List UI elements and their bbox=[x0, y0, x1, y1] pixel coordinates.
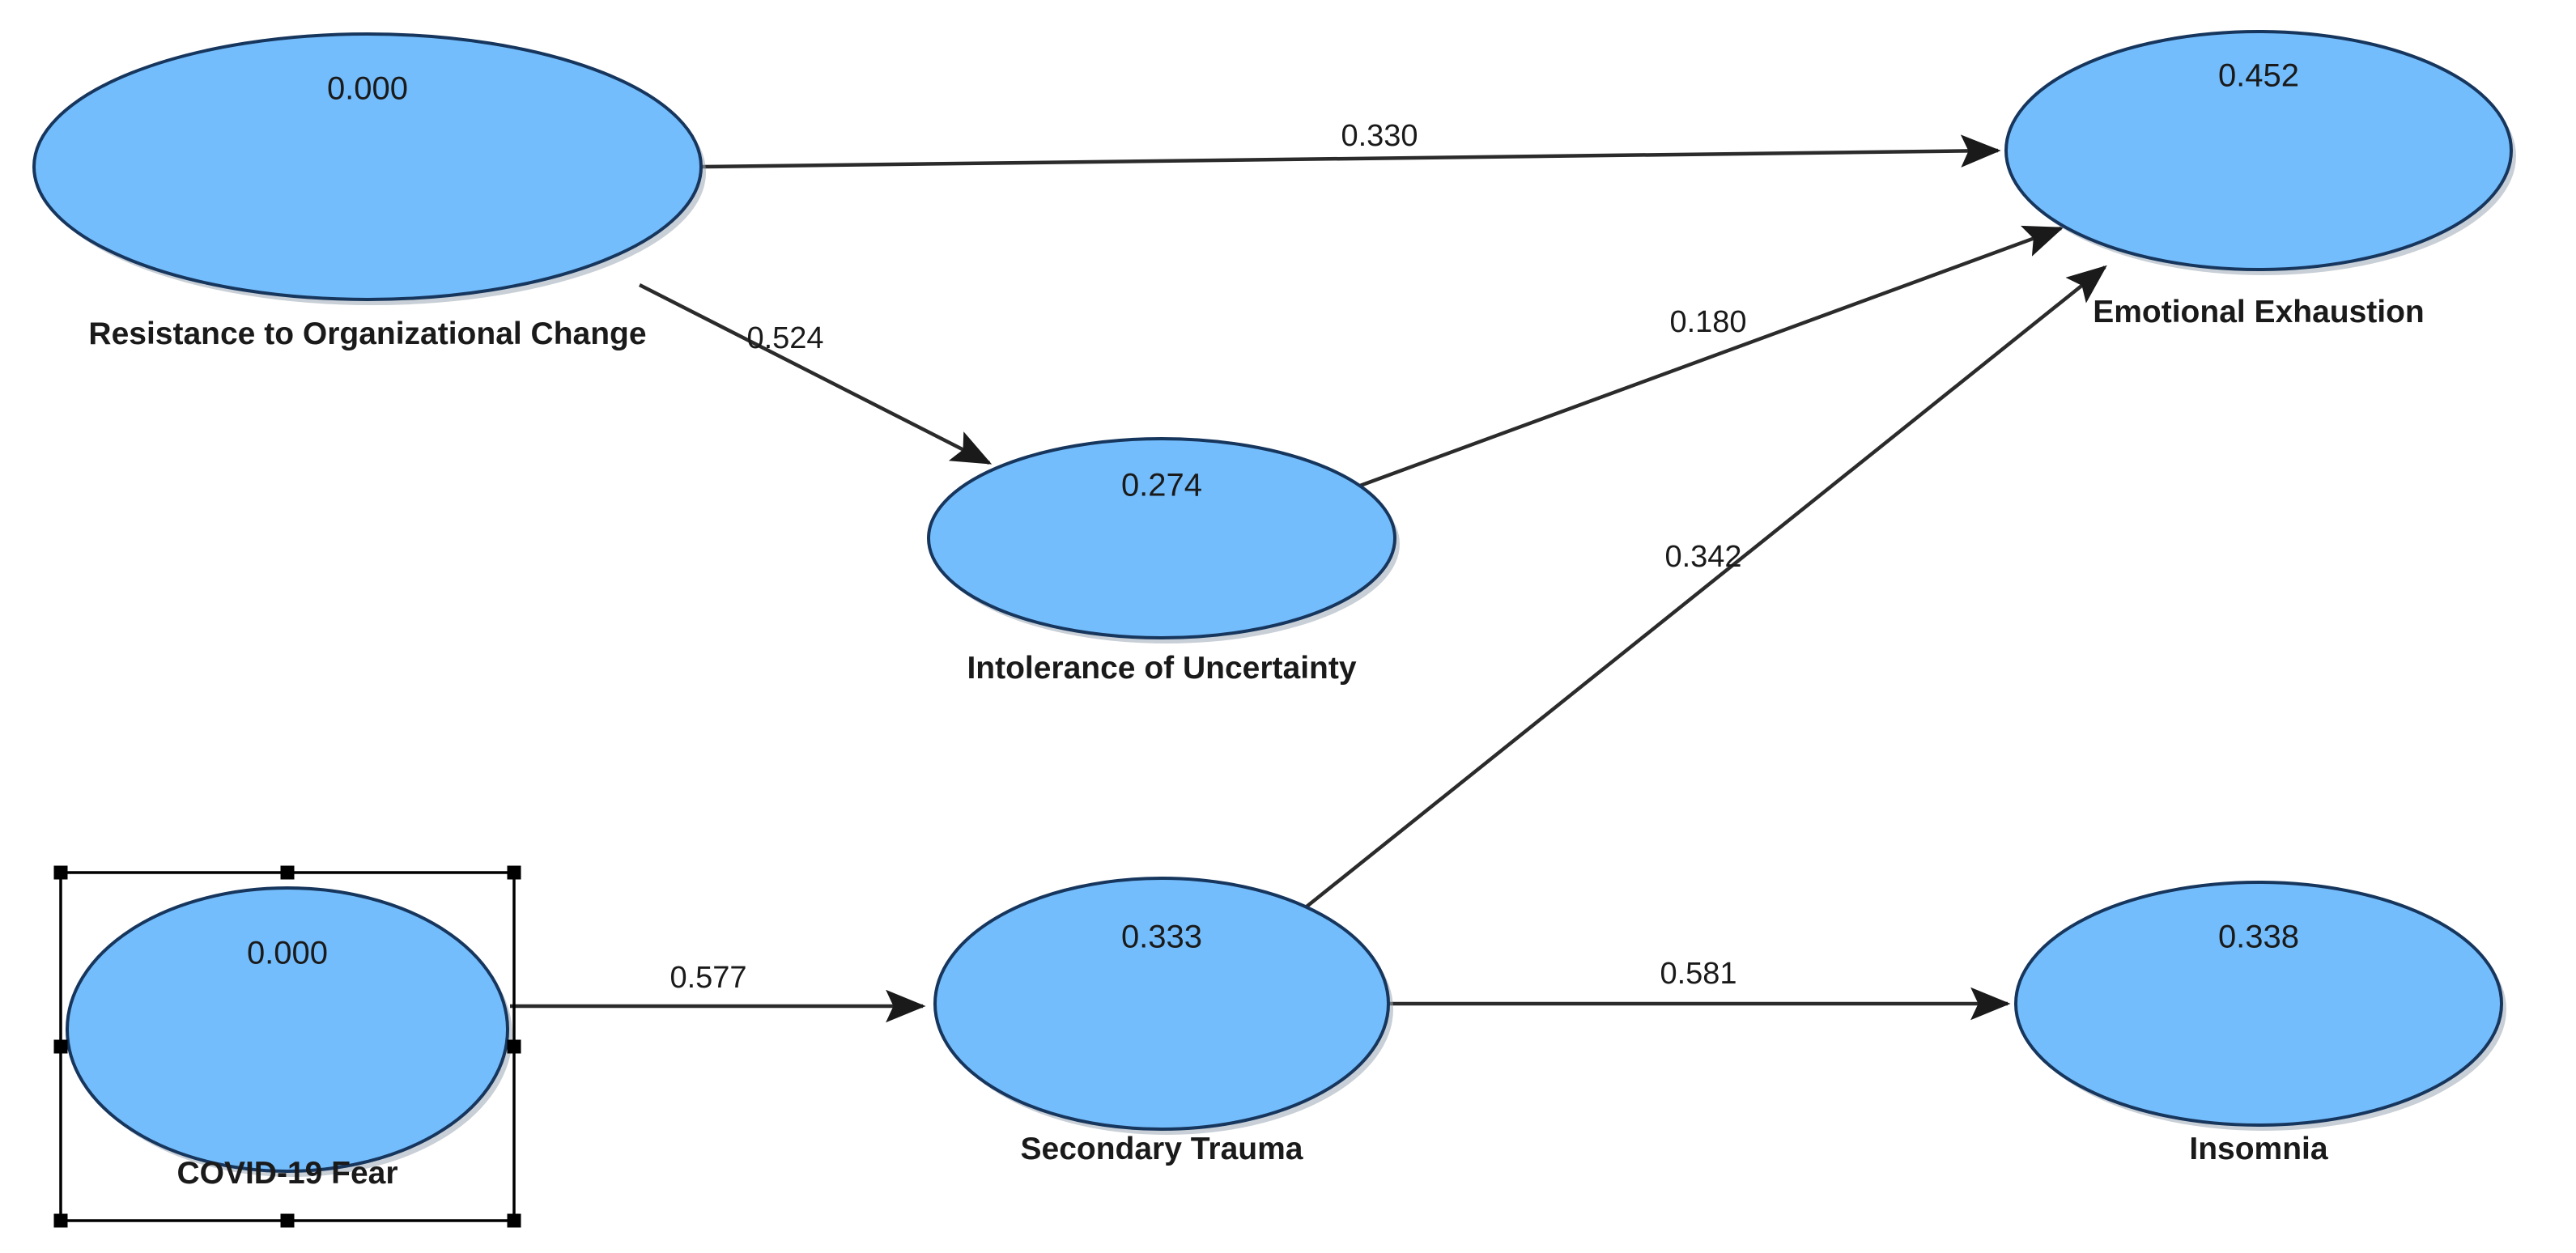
handle-middle-left[interactable] bbox=[53, 1039, 68, 1054]
selection-overlay[interactable] bbox=[53, 865, 521, 1228]
node-ellipse[interactable] bbox=[927, 437, 1396, 639]
handle-top-center[interactable] bbox=[280, 865, 295, 880]
edge-coefficient-label: 0.330 bbox=[1341, 119, 1418, 153]
node-label: Insomnia bbox=[2189, 1132, 2328, 1166]
node-label: Secondary Trauma bbox=[1021, 1132, 1303, 1166]
edge-coefficient-label: 0.581 bbox=[1660, 957, 1736, 991]
edge-coefficient-label: 0.180 bbox=[1669, 305, 1746, 339]
handle-bottom-left[interactable] bbox=[53, 1213, 68, 1228]
edge-coefficient-label: 0.524 bbox=[746, 321, 823, 355]
edge-intolerance-to-emotional[interactable] bbox=[1359, 225, 2064, 488]
edge-coefficient-label: 0.577 bbox=[670, 961, 746, 995]
edge-resistance-to-emotional[interactable] bbox=[700, 134, 2001, 169]
handle-bottom-center[interactable] bbox=[280, 1213, 295, 1228]
node-ellipse[interactable] bbox=[66, 886, 509, 1173]
handle-middle-right[interactable] bbox=[507, 1039, 521, 1054]
node-ellipse[interactable] bbox=[933, 877, 1390, 1131]
node-ellipse[interactable] bbox=[2004, 30, 2513, 271]
edge-line bbox=[1305, 265, 2107, 908]
edge-line bbox=[1359, 225, 2064, 488]
node-r-squared-value: 0.274 bbox=[1121, 468, 1202, 503]
edge-line bbox=[638, 282, 993, 465]
node-label: COVID-19 Fear bbox=[176, 1156, 397, 1191]
node-r-squared-value: 0.452 bbox=[2218, 58, 2299, 94]
edge-coefficient-label: 0.342 bbox=[1664, 540, 1741, 574]
node-label: Resistance to Organizational Change bbox=[88, 316, 646, 351]
edges-layer bbox=[510, 134, 2107, 1023]
node-r-squared-value: 0.000 bbox=[327, 71, 408, 107]
edge-resistance-to-intolerance[interactable] bbox=[638, 282, 993, 465]
node-r-squared-value: 0.000 bbox=[247, 936, 328, 971]
edge-secondary-to-emotional[interactable] bbox=[1305, 265, 2107, 908]
handle-top-left[interactable] bbox=[53, 865, 68, 880]
node-r-squared-value: 0.338 bbox=[2218, 920, 2299, 955]
edge-labels-layer: 0.330 0.524 0.180 0.342 0.577 0.581 bbox=[670, 119, 1746, 995]
edge-line bbox=[700, 134, 2001, 169]
node-label: Emotional Exhaustion bbox=[2093, 295, 2425, 329]
node-label: Intolerance of Uncertainty bbox=[967, 651, 1356, 686]
handle-bottom-right[interactable] bbox=[507, 1213, 521, 1228]
node-ellipse[interactable] bbox=[2014, 881, 2503, 1127]
node-ellipse[interactable] bbox=[32, 32, 703, 301]
handle-top-right[interactable] bbox=[507, 865, 521, 880]
node-r-squared-value: 0.333 bbox=[1121, 920, 1202, 955]
